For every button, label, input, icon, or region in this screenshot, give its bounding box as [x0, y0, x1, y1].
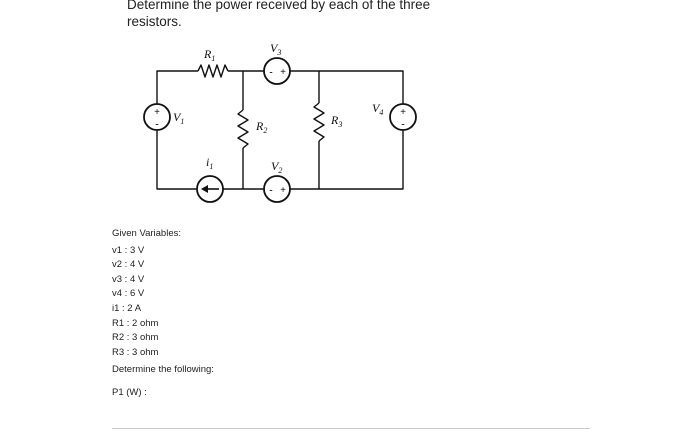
given-variables: Given Variables: v1 : 3 V v2 : 4 V v3 : … — [112, 227, 214, 378]
label-r3: R3 — [330, 113, 342, 129]
given-item: v2 : 4 V — [112, 259, 145, 271]
v4-minus-sign: - — [401, 119, 404, 130]
determine-heading: Determine the following: — [112, 364, 214, 376]
label-r1: R1 — [203, 47, 215, 63]
given-item: v3 : 4 V — [112, 273, 145, 285]
resistor-r1 — [197, 64, 229, 78]
answer-input-line[interactable] — [112, 428, 590, 429]
label-v1: V1 — [173, 110, 184, 126]
source-v2 — [263, 175, 291, 203]
wire-top-left — [156, 70, 198, 104]
v3-minus-sign: - — [269, 67, 272, 78]
label-r2: R2 — [255, 119, 267, 135]
v1-plus-sign: + — [154, 107, 160, 118]
i1-arrow-icon — [201, 185, 219, 193]
answer-p1-label: P1 (W) : — [112, 387, 147, 398]
given-heading: Given Variables: — [112, 228, 181, 239]
given-item: i1 : 2 A — [112, 302, 142, 314]
label-v4: V4 — [372, 101, 383, 117]
source-v3 — [263, 57, 291, 85]
resistor-r3 — [313, 102, 325, 142]
label-v3: V3 — [270, 41, 281, 57]
question-text: Determine the power received by each of … — [127, 0, 431, 29]
v1-minus-sign: - — [155, 119, 158, 130]
given-item: R1 : 2 ohm — [112, 317, 159, 329]
source-v4 — [389, 103, 417, 131]
label-v2: V2 — [271, 159, 282, 175]
wire-right-bottom — [319, 130, 404, 190]
wire-bottom-left — [156, 130, 197, 190]
given-item: v1 : 3 V — [112, 244, 145, 256]
source-v1 — [143, 103, 171, 131]
v4-plus-sign: + — [400, 107, 406, 118]
resistor-r2 — [237, 109, 249, 149]
given-item: R3 : 3 ohm — [112, 346, 159, 358]
v2-minus-sign: - — [269, 185, 272, 196]
given-item: v4 : 6 V — [112, 288, 145, 300]
wire-top-right — [290, 70, 404, 104]
v2-plus-sign: + — [280, 185, 286, 196]
v3-plus-sign: + — [280, 67, 286, 78]
given-item: R2 : 3 ohm — [112, 332, 159, 344]
label-i1: i1 — [206, 155, 213, 171]
